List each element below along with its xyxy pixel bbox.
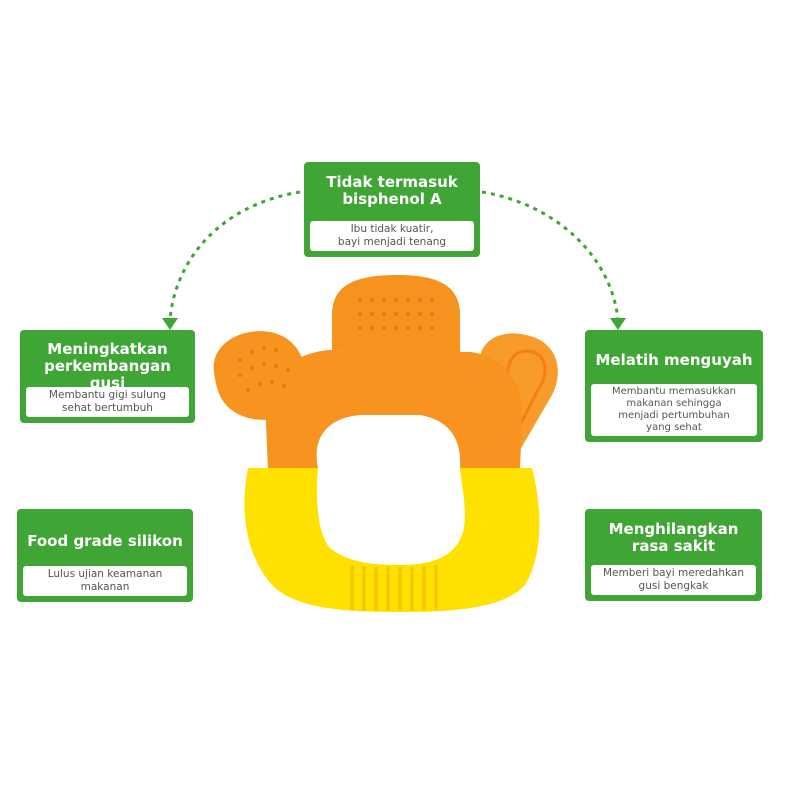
feature-description-line: bayi menjadi tenang [337,236,447,248]
feature-card-bpa-free: Tidak termasuk bisphenol A Ibu tidak kua… [304,162,480,257]
feature-description: Membantu memasukkan makanan sehingga men… [591,384,757,436]
feature-card-chewing-practice: Melatih menguyah Membantu memasukkan mak… [585,330,763,442]
arrow-left-icon [162,318,178,330]
feature-title: Tidak termasuk bisphenol A [304,162,480,208]
feature-description-line: makanan [80,581,130,593]
connector-left [168,190,301,321]
connector-right [481,190,620,321]
connector-lines [168,190,620,321]
feature-title: Food grade silikon [17,509,193,550]
feature-description-line: Membantu memasukkan [612,386,736,397]
feature-title: Menghilangkan rasa sakit [585,509,762,555]
feature-title-line: Tidak termasuk [326,173,458,191]
feature-description: Membantu gigi sulung sehat bertumbuh [26,387,189,417]
feature-card-food-grade: Food grade silikon Lulus ujian keamanan … [17,509,193,602]
teether-icon [213,275,558,612]
feature-title-line: rasa sakit [631,537,716,555]
feature-description: Ibu tidak kuatir, bayi menjadi tenang [310,221,474,251]
feature-title-line: Food grade silikon [27,532,183,550]
arrow-right-icon [610,318,626,330]
feature-card-gum-development: Meningkatkan perkembangan gusi Membantu … [20,330,195,423]
feature-description-line: menjadi pertumbuhan [618,410,730,421]
feature-description: Lulus ujian keamanan makanan [23,566,187,596]
feature-description: Memberi bayi meredahkan gusi bengkak [591,565,756,595]
feature-description-line: sehat bertumbuh [62,402,153,414]
feature-description-line: gusi bengkak [638,580,709,592]
feature-description-line: Ibu tidak kuatir, [350,223,434,235]
feature-title-line: Meningkatkan [47,340,168,358]
feature-title-line: bisphenol A [342,190,442,208]
feature-title: Meningkatkan perkembangan gusi [20,330,195,392]
feature-title-line: Melatih menguyah [595,351,753,369]
feature-description-line: Lulus ujian keamanan [47,568,163,580]
feature-description-line: yang sehat [646,422,702,433]
feature-title-line: Menghilangkan [608,520,739,538]
feature-description-line: makanan sehingga [626,398,722,409]
feature-description-line: Membantu gigi sulung [48,389,167,401]
feature-card-pain-relief: Menghilangkan rasa sakit Memberi bayi me… [585,509,762,601]
feature-description-line: Memberi bayi meredahkan [603,567,744,579]
arrowheads [162,318,626,330]
feature-title: Melatih menguyah [585,330,763,369]
